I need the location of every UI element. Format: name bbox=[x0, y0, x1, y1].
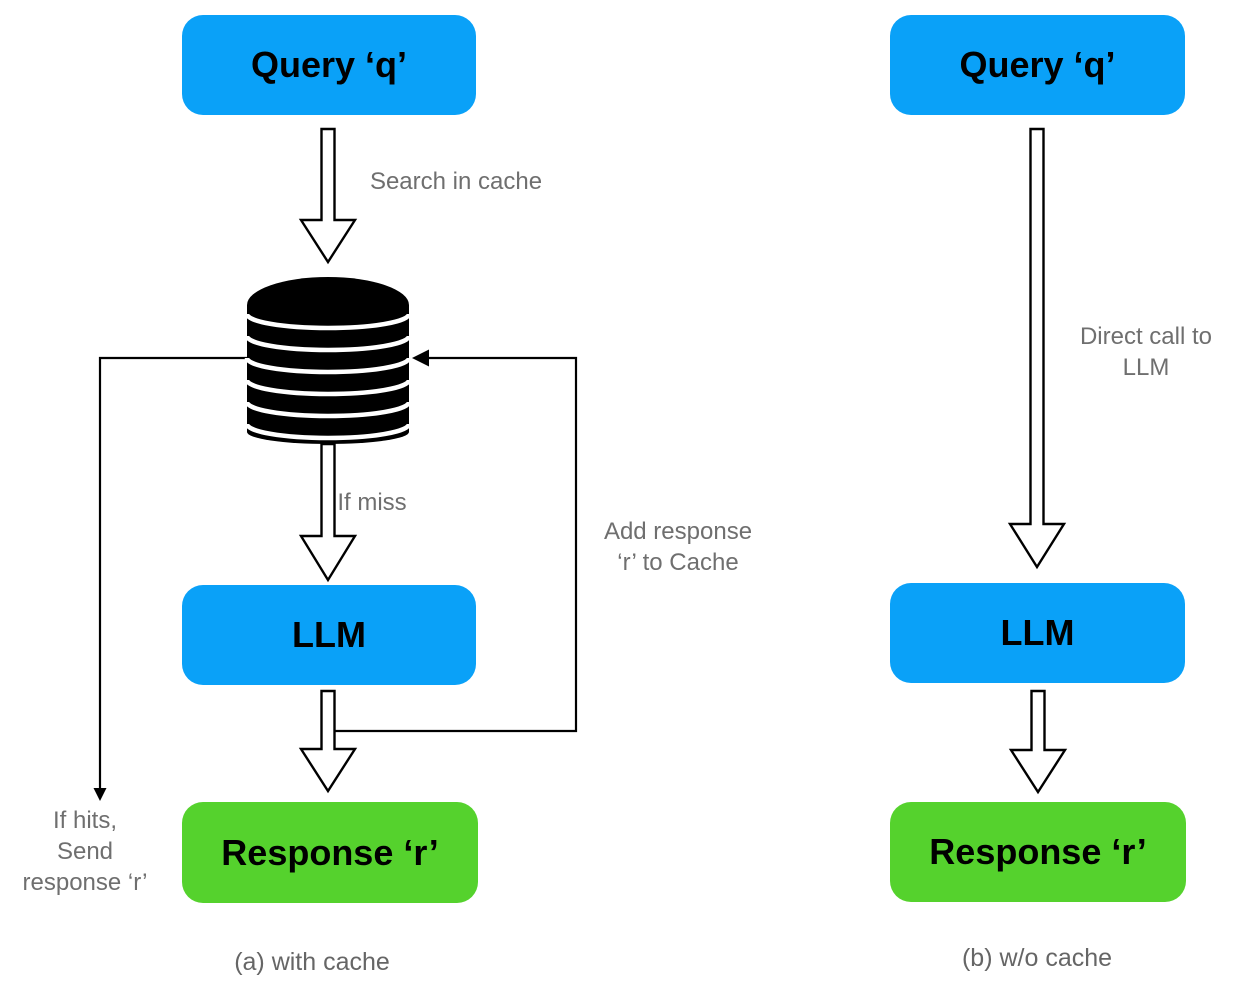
if-hits-arrowhead-icon bbox=[93, 788, 107, 801]
caption-a: (a) with cache bbox=[234, 948, 390, 976]
add-response-arrowhead-icon bbox=[412, 349, 429, 367]
if-hits-connector-line bbox=[98, 356, 250, 789]
llm-label-b: LLM bbox=[1000, 612, 1075, 653]
direct-call-arrow bbox=[1007, 127, 1067, 570]
search-in-cache-arrow bbox=[298, 127, 358, 265]
response-box-b: Response ‘r’ bbox=[890, 802, 1186, 902]
direct-call-label: Direct call to LLM bbox=[1079, 323, 1213, 381]
if-miss-label: If miss bbox=[337, 489, 407, 516]
response-label-a: Response ‘r’ bbox=[221, 831, 439, 873]
llm-label-a: LLM bbox=[292, 614, 366, 655]
add-response-label: Add response ‘r’ to Cache bbox=[603, 518, 753, 576]
if-miss-arrow bbox=[298, 442, 358, 583]
query-label-b: Query ‘q’ bbox=[959, 44, 1116, 85]
llm-to-response-arrow-b bbox=[1008, 689, 1068, 795]
query-label-a: Query ‘q’ bbox=[250, 44, 408, 85]
search-in-cache-label: Search in cache bbox=[369, 168, 543, 195]
cache-database-icon bbox=[244, 277, 412, 444]
response-box-a: Response ‘r’ bbox=[182, 802, 478, 903]
if-hits-label: If hits, Send response ‘r’ bbox=[22, 807, 148, 896]
response-label-b: Response ‘r’ bbox=[929, 831, 1147, 872]
caption-b: (b) w/o cache bbox=[961, 944, 1113, 972]
llm-box-b: LLM bbox=[890, 583, 1185, 683]
add-response-connector-line bbox=[335, 356, 578, 733]
llm-to-response-arrow-a bbox=[298, 689, 358, 794]
query-box-b: Query ‘q’ bbox=[890, 15, 1185, 115]
llm-box-a: LLM bbox=[182, 585, 476, 685]
query-box-a: Query ‘q’ bbox=[182, 15, 476, 115]
